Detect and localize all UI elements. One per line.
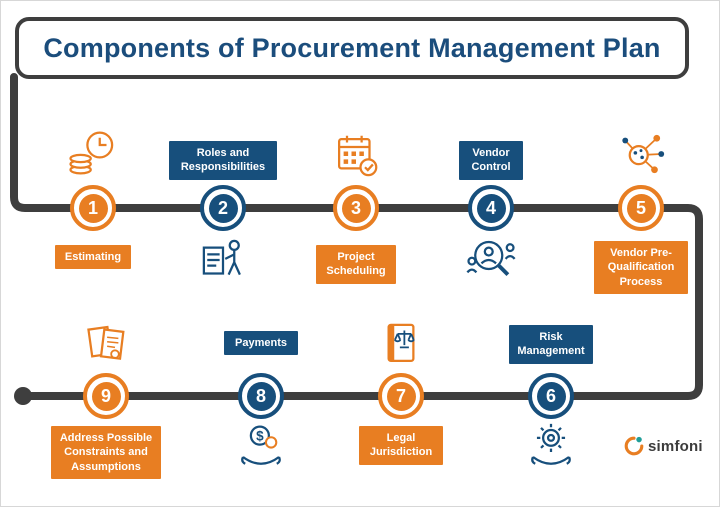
coins-clock-icon	[66, 127, 120, 181]
step-label-9: Address Possible Constraints and Assumpt…	[51, 426, 161, 479]
step-number-7: 7	[386, 381, 416, 411]
person-checklist-icon	[196, 233, 250, 287]
simfoni-logo-text: simfoni	[648, 437, 703, 455]
step-circle-3: 3	[333, 185, 379, 231]
legal-book-icon	[374, 317, 428, 371]
step-number-4: 4	[476, 193, 506, 223]
step-number-1: 1	[78, 193, 108, 223]
svg-text:$: $	[256, 429, 264, 444]
simfoni-logo-icon	[624, 436, 644, 456]
documents-icon	[79, 317, 133, 371]
step-circle-4: 4	[468, 185, 514, 231]
step-label-5: Vendor Pre-Qualification Process	[594, 241, 688, 294]
flow-end-dot	[14, 387, 32, 405]
step-number-3: 3	[341, 193, 371, 223]
vendor-search-icon	[464, 233, 518, 287]
step-number-2: 2	[208, 193, 238, 223]
page-title: Components of Procurement Management Pla…	[43, 32, 661, 63]
network-nodes-icon	[614, 127, 668, 181]
step-number-6: 6	[536, 381, 566, 411]
step-label-2: Roles and Responsibilities	[169, 141, 277, 180]
step-label-1: Estimating	[55, 245, 131, 270]
simfoni-logo: simfoni	[623, 435, 703, 457]
step-number-8: 8	[246, 381, 276, 411]
step-circle-5: 5	[618, 185, 664, 231]
step-circle-6: 6	[528, 373, 574, 419]
step-circle-2: 2	[200, 185, 246, 231]
hand-coin-icon: $	[234, 421, 288, 475]
step-label-7: Legal Jurisdiction	[359, 426, 443, 465]
step-label-3: Project Scheduling	[316, 245, 396, 284]
step-circle-9: 9	[83, 373, 129, 419]
step-circle-1: 1	[70, 185, 116, 231]
hand-gear-icon	[524, 421, 578, 475]
step-circle-7: 7	[378, 373, 424, 419]
step-label-8: Payments	[224, 331, 298, 356]
title-box: Components of Procurement Management Pla…	[15, 17, 689, 79]
step-number-5: 5	[626, 193, 656, 223]
step-number-9: 9	[91, 381, 121, 411]
step-circle-8: 8	[238, 373, 284, 419]
step-label-6: Risk Management	[509, 325, 593, 364]
step-label-4: Vendor Control	[459, 141, 523, 180]
calendar-check-icon	[329, 129, 383, 183]
